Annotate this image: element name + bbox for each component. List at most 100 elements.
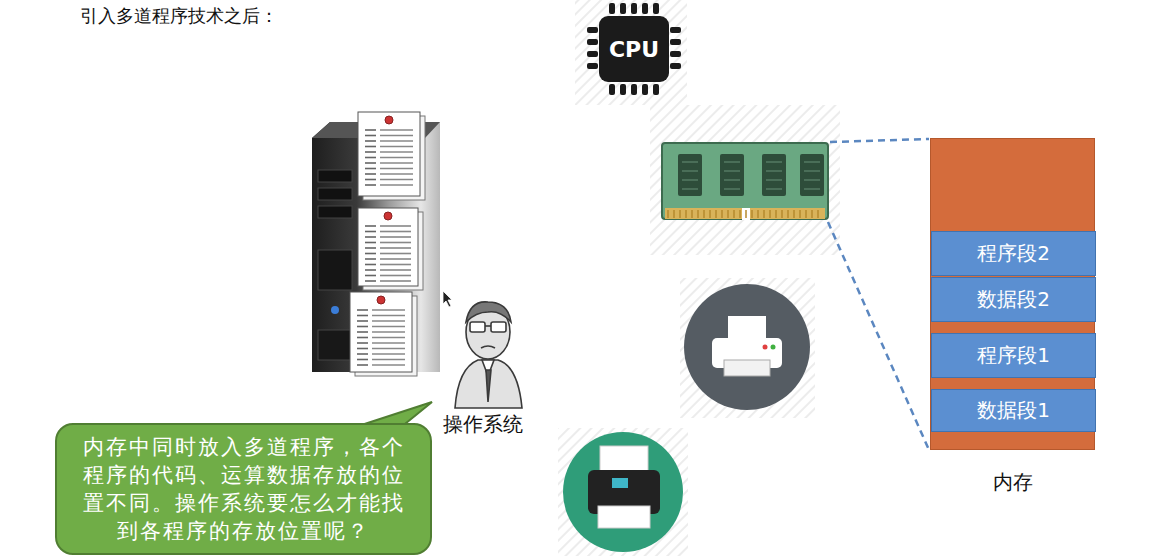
ram-stick [662, 143, 828, 220]
document-icons-part-part [365, 146, 376, 148]
document-icons-part-part [357, 353, 368, 355]
hatch-background-part [575, 0, 687, 105]
ram-stick-part [724, 188, 740, 190]
ram-stick-part [721, 210, 723, 218]
node-text: 数据段2 [977, 286, 1050, 313]
document-icons-part-part [365, 135, 376, 137]
ram-stick-part [667, 210, 669, 218]
hatch-background [558, 0, 840, 556]
document-icons-part [358, 208, 423, 290]
document-icons-part-part [365, 157, 376, 159]
cpu-pins-part [670, 63, 681, 69]
memory-column: 内存程序段2数据段2程序段1数据段1 [930, 138, 1095, 450]
cpu-pins-part [609, 3, 615, 14]
document-icons-part-part [365, 140, 376, 142]
ram-stick-part [817, 210, 819, 218]
document-icons-part-part [377, 296, 385, 304]
document-icons-part-part [380, 179, 413, 181]
ram-stick-part [727, 210, 729, 218]
ram-stick-part [766, 161, 782, 163]
cpu-pins-part [670, 51, 681, 57]
speech-bubble: 内存中同时放入多道程序，各个 程序的代码、运算数据存放的位 置不同。操作系统要怎… [55, 423, 432, 555]
document-icons-part-part [365, 247, 376, 249]
ram-stick-part [805, 210, 807, 218]
ram-stick-part [682, 161, 698, 163]
person-figure-part [455, 360, 522, 408]
cpu-pins-part [653, 3, 659, 14]
person-figure-part [466, 302, 511, 322]
ram-stick-part [682, 170, 698, 172]
ram-stick-part [724, 170, 740, 172]
ram-stick-part [793, 210, 795, 218]
printer-icon-part [598, 506, 650, 528]
ram-stick-part [720, 154, 744, 196]
memory-label: 内存 [911, 469, 1114, 496]
ram-stick-part [679, 210, 681, 218]
cpu-pins-part [620, 3, 626, 14]
document-icons-part-part [372, 326, 405, 328]
document-icons-part-part [357, 320, 368, 322]
ram-stick-part [703, 210, 705, 218]
printer-icon-part [728, 316, 766, 340]
document-icons-part-part [380, 253, 411, 255]
cpu-pins-part [631, 84, 637, 95]
ram-stick-part [804, 170, 820, 172]
ram-stick-part [769, 210, 771, 218]
ram-stick-part [724, 179, 740, 181]
server-tower-part [318, 170, 352, 182]
document-icons-part-part [380, 275, 411, 277]
document-icons-part-part [380, 264, 411, 266]
document-icons-part-part [372, 348, 405, 350]
server-tower-part [318, 250, 352, 290]
document-icons-part-part [365, 236, 376, 238]
printer-icon-part [563, 432, 683, 552]
document-icons-part-part [372, 359, 405, 361]
ram-stick-part [781, 210, 783, 218]
document-icons-part-part [380, 184, 413, 186]
person-figure-part [485, 325, 491, 327]
memory-leader-lines-part [830, 139, 929, 142]
ram-stick-part [739, 210, 741, 218]
document-icons-part-part [365, 168, 376, 170]
ram-stick-part [682, 179, 698, 181]
ram-stick-part [697, 210, 699, 218]
ram-stick-part [799, 210, 801, 218]
document-icons-part-part [357, 331, 368, 333]
document-icons-part-part [357, 359, 368, 361]
server-tower-part [318, 330, 352, 360]
document-icons-part-part [365, 162, 376, 164]
cpu-pins-part [609, 84, 615, 95]
person-figure-part [486, 370, 491, 402]
server-tower-part [318, 206, 352, 218]
document-icons-part-part [380, 151, 413, 153]
memory-segment: 数据段2 [931, 277, 1096, 322]
document-icons [350, 112, 425, 376]
document-icons-part-part [365, 231, 376, 233]
document-icons-part-part [365, 151, 376, 153]
node-text: 程序段1 [977, 342, 1050, 369]
document-icons-part-part [380, 157, 413, 159]
ram-stick-part [787, 210, 789, 218]
mouse-cursor [443, 291, 452, 307]
ram-stick-part [673, 210, 675, 218]
document-icons-part-part [380, 258, 411, 260]
document-icons-part-part [380, 135, 413, 137]
figure-label: 操作系统 [443, 411, 523, 438]
document-icons-part-part [365, 269, 376, 271]
ram-stick-part [775, 210, 777, 218]
node-text: 数据段1 [977, 397, 1050, 424]
document-icons-part-part [350, 292, 412, 372]
memory-segment: 程序段2 [931, 231, 1096, 276]
ram-stick-part [709, 210, 711, 218]
document-icons-part-part [365, 242, 376, 244]
document-icons-part [358, 112, 425, 200]
document-icons-part-part [365, 253, 376, 255]
memory-segment: 数据段1 [931, 389, 1096, 432]
ram-stick-part [766, 188, 782, 190]
document-icons-part-part [365, 129, 376, 131]
ram-stick-part [757, 210, 759, 218]
printer-icon [684, 284, 810, 410]
ram-stick-part [682, 188, 698, 190]
ram-stick-part [811, 210, 813, 218]
node-text: CPU [609, 37, 659, 62]
